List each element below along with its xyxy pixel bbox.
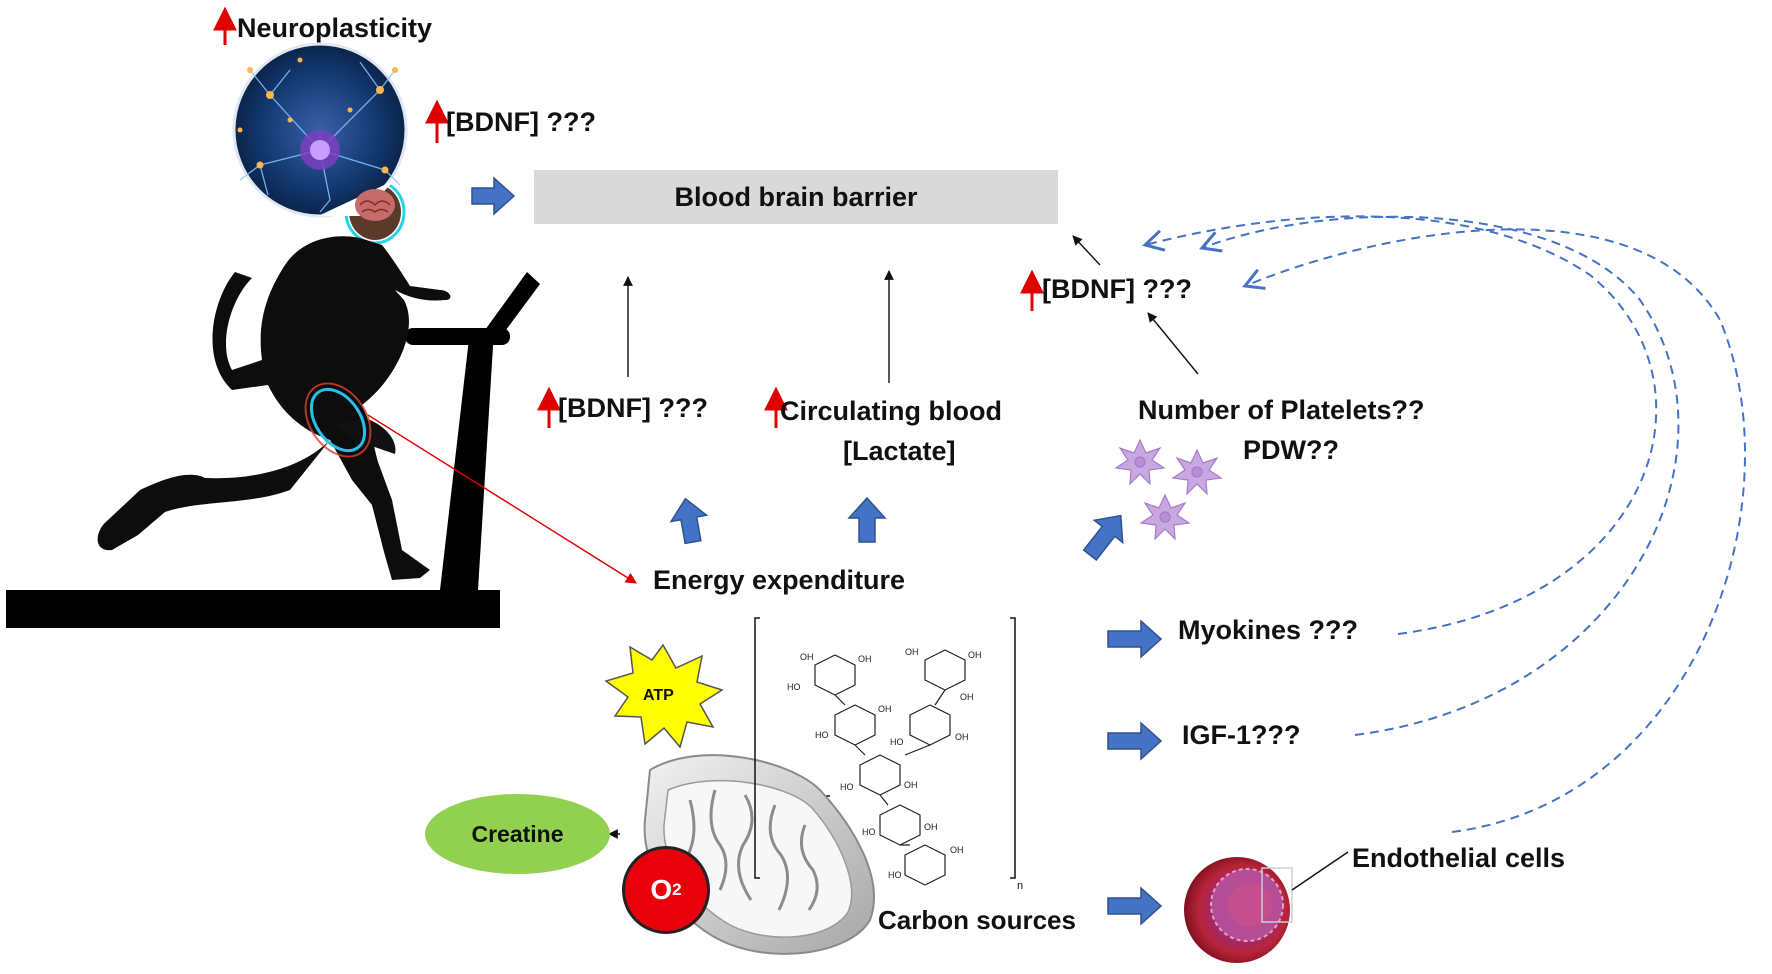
endothelial-cells-label: Endothelial cells (1352, 843, 1566, 873)
thin-arrows (608, 235, 1199, 839)
block-arrow-energy-to-lactate (847, 496, 887, 543)
block-arrow-energy-to-platelets (1082, 514, 1124, 561)
block-arrow-bbb (471, 176, 516, 216)
o2-subscript: 2 (672, 880, 682, 899)
carbon-sources-label: Carbon sources (878, 905, 1076, 935)
brain-icon (355, 189, 395, 221)
treadmill (6, 272, 540, 628)
svg-text:HO: HO (840, 782, 854, 792)
svg-text:HO: HO (890, 737, 904, 747)
svg-text:HO: HO (888, 870, 902, 880)
svg-text:OH: OH (924, 822, 938, 832)
bdnf-brain-label: [BDNF] ??? (446, 107, 596, 137)
block-arrow-igf1 (1107, 721, 1163, 761)
creatine-ellipse: Creatine (425, 794, 610, 874)
svg-text:OH: OH (968, 650, 982, 660)
runner-silhouette (97, 179, 451, 581)
svg-text:OH: OH (960, 692, 974, 702)
platelet-icon (1171, 448, 1223, 496)
platelet-icon (1114, 438, 1166, 486)
circulating-blood-label: Circulating blood (780, 396, 1002, 426)
pdw-label: PDW?? (1243, 435, 1339, 465)
block-arrows (471, 176, 1163, 926)
block-arrow-energy-to-bdnf (669, 497, 709, 545)
svg-text:OH: OH (904, 780, 918, 790)
o2-label: O (650, 874, 673, 905)
svg-text:HO: HO (787, 682, 801, 692)
endothelial-pointer-line (1291, 851, 1349, 891)
energy-expenditure-label: Energy expenditure (653, 565, 906, 595)
arrow-muscle-to-energy (367, 414, 637, 584)
igf1-label: IGF-1??? (1182, 720, 1301, 750)
svg-text:OH: OH (955, 732, 969, 742)
dashed-arrow-myokines (1142, 215, 1658, 635)
dashed-arrow-igf1 (1199, 215, 1680, 736)
dashed-arrow-endothelial (1242, 228, 1746, 833)
bdnf-left-label: [BDNF] ??? (558, 393, 708, 423)
atp-label: ATP (643, 687, 674, 704)
bdnf-right-label: [BDNF] ??? (1042, 274, 1192, 304)
blood-brain-barrier-label: Blood brain barrier (674, 181, 918, 212)
glycogen-n-label: n (1017, 880, 1024, 892)
neuron-circle-image (232, 42, 408, 218)
platelet-icon (1139, 493, 1191, 541)
glycogen-structure: OH OH OH OH HO OH HO OH HO OH HO OH OH HO HO OH (754, 617, 1016, 886)
platelets-label: Number of Platelets?? (1138, 395, 1425, 425)
block-arrow-myokines (1107, 619, 1163, 659)
svg-text:OH: OH (950, 845, 964, 855)
svg-text:HO: HO (815, 730, 829, 740)
platelet-icons (1114, 438, 1223, 541)
arrow-bdnf-right-to-bbb (1072, 235, 1101, 266)
svg-text:OH: OH (905, 647, 919, 657)
svg-text:HO: HO (862, 827, 876, 837)
increase-arrows (213, 6, 1044, 428)
svg-text:OH: OH (858, 654, 872, 664)
neuroplasticity-label: Neuroplasticity (237, 13, 433, 43)
svg-text:OH: OH (878, 704, 892, 714)
blood-vessel-icon (1184, 851, 1349, 963)
svg-text:OH: OH (800, 652, 814, 662)
creatine-label: Creatine (471, 820, 564, 847)
block-arrow-endothelial (1107, 886, 1163, 926)
blood-brain-barrier-box: Blood brain barrier (534, 170, 1058, 224)
arrow-platelets-to-bdnf (1147, 312, 1199, 375)
myokines-label: Myokines ??? (1178, 615, 1359, 645)
muscle-highlight (309, 387, 367, 453)
atp-star-icon (604, 643, 724, 749)
dashed-arrows (1142, 215, 1746, 833)
lactate-label: [Lactate] (843, 436, 956, 466)
